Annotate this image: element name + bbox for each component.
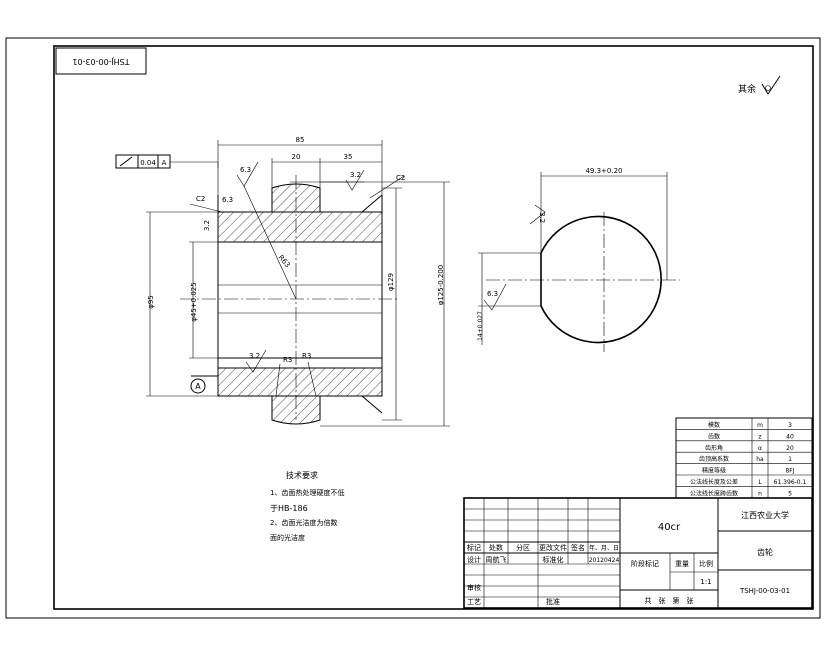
radius-r3b: R3 — [302, 352, 311, 360]
dim-width-hub: 20 — [292, 153, 301, 161]
rough-1: 6.3 — [240, 166, 251, 174]
tb-designer: 周航飞 — [486, 555, 507, 564]
gear-row-value: 1 — [788, 456, 792, 463]
tooth-bottom — [271, 396, 321, 425]
tb-scale-label: 比例 — [699, 559, 713, 568]
dim-keyway-depth: 14+0.027 — [477, 311, 484, 341]
gear-row-label: 精度等级 — [702, 467, 726, 475]
rough-key-1: 3.2 — [538, 212, 546, 223]
code-box — [55, 47, 147, 75]
dim-dia-95: φ95 — [147, 295, 155, 309]
tb-h-sign: 签名 — [571, 543, 585, 552]
gear-row-value: 20 — [786, 445, 794, 452]
hatch-top — [217, 211, 383, 243]
gear-row-value: 61.396-0.1 — [774, 479, 807, 486]
gear-row-label: 齿数 — [708, 432, 720, 440]
tb-date: 20120424 — [589, 557, 620, 564]
rough-5: 3.2 — [249, 352, 260, 360]
inner-frame — [53, 45, 814, 610]
hatch-bottom — [217, 367, 383, 397]
tb-h-change: 更改文件 — [539, 543, 567, 552]
code-box-text: TSHJ-00-03-01 — [72, 57, 130, 66]
dim-width-total: 85 — [296, 136, 305, 144]
tb-school: 江西农业大学 — [741, 510, 789, 520]
tech-req-line1: 1、齿面热处理硬度不低 — [270, 488, 344, 497]
gear-row-symbol: n — [758, 491, 762, 498]
rough-3: 6.3 — [222, 196, 233, 204]
tb-part-name: 齿轮 — [757, 547, 773, 557]
rough-4: 3.2 — [203, 220, 211, 231]
tb-sheets: 共 张 第 张 — [645, 596, 694, 605]
tb-h-mark: 标记 — [467, 543, 481, 552]
tb-h-date: 年、月、日 — [589, 544, 619, 552]
dim-dia-129: φ129 — [387, 273, 395, 291]
tb-stage: 阶段标记 — [631, 559, 659, 568]
runout-icon — [119, 156, 133, 167]
roughness-symbol — [761, 75, 781, 95]
datum-circle — [190, 378, 206, 394]
gear-param-table — [675, 417, 813, 499]
chamfer-1: C2 — [196, 195, 205, 203]
gear-row-value: 3 — [788, 422, 792, 429]
title-block — [463, 497, 813, 609]
tb-approve: 批准 — [546, 597, 560, 606]
rough-key-2: 6.3 — [487, 290, 498, 298]
gear-row-label: 公法线长度及公差 — [690, 478, 738, 486]
gear-row-label: 齿形角 — [705, 444, 723, 452]
gear-row-label: 模数 — [708, 421, 720, 429]
gear-row-value: 40 — [786, 433, 794, 440]
tech-req-title: 技术要求 — [286, 470, 318, 480]
tb-standard: 标准化 — [543, 555, 564, 564]
gear-row-symbol: L — [758, 479, 762, 486]
radius-r3a: R3 — [283, 356, 292, 364]
gear-row-label: 公法线长度跨齿数 — [690, 490, 738, 498]
tb-h-zone: 分区 — [516, 543, 530, 552]
runout-tol: 0.04 — [140, 159, 156, 167]
gear-row-symbol: z — [758, 433, 761, 440]
tb-drawing-no: TSHJ-00-03-01 — [739, 587, 790, 595]
gear-row-value: 8FJ — [785, 468, 794, 475]
runout-frame — [115, 154, 171, 169]
tb-review: 审核 — [467, 583, 481, 592]
rough-2: 3.2 — [350, 171, 361, 179]
bore-outline — [540, 215, 662, 344]
tb-h-count: 处数 — [489, 543, 503, 552]
datum-label: A — [195, 382, 201, 391]
tb-scale: 1:1 — [700, 578, 711, 586]
gear-row-label: 齿顶高系数 — [699, 455, 729, 463]
dim-dia-45: φ45+0.025 — [190, 282, 198, 321]
tech-req-line4: 面的光洁度 — [270, 533, 305, 542]
gear-row-symbol: α — [758, 445, 762, 452]
tooth-top — [271, 183, 321, 212]
tb-process: 工艺 — [467, 598, 481, 606]
tech-req-line3: 2、齿面光洁度为倍数 — [270, 518, 337, 527]
dim-keyway-width: 49.3+0.20 — [585, 167, 622, 175]
surface-note: 其余 — [738, 83, 756, 95]
tb-material: 40cr — [658, 522, 681, 533]
dim-dia-125: φ125-0.200 — [437, 265, 445, 306]
gear-row-symbol: ha — [756, 456, 764, 463]
tech-req-line2: 于HB-186 — [270, 504, 308, 513]
gear-row-value: 5 — [788, 491, 792, 498]
dim-width-right: 35 — [344, 153, 353, 161]
tb-weight: 重量 — [675, 560, 689, 568]
tb-design: 设计 — [467, 555, 481, 564]
outer-frame — [5, 37, 821, 619]
runout-ref: A — [162, 159, 167, 167]
gear-row-symbol: m — [757, 422, 763, 429]
